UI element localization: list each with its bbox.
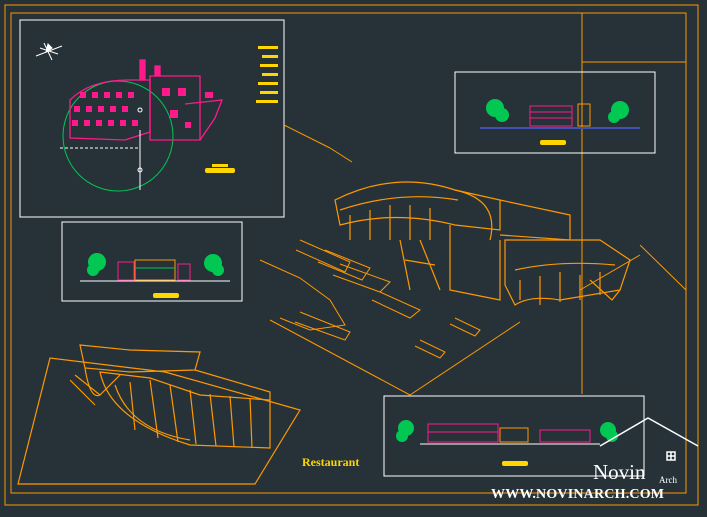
building-3d-model-bottom xyxy=(17,344,301,485)
elevation-panel-bottom xyxy=(383,395,645,477)
tree-icon xyxy=(87,253,106,276)
watermark-suffix: Arch xyxy=(659,475,677,485)
watermark-url: WWW.NOVINARCH.COM xyxy=(491,487,665,502)
plan-caption xyxy=(205,164,235,173)
tree-icon xyxy=(204,254,224,276)
site-plan-panel xyxy=(19,19,285,218)
sheet-border xyxy=(4,4,699,506)
site-perspective-lines xyxy=(259,124,687,396)
tree-icon xyxy=(486,99,509,122)
north-arrow-icon xyxy=(35,42,63,61)
drawing-title: Restaurant xyxy=(302,455,360,469)
tree-icon xyxy=(600,422,618,442)
house-logo-icon xyxy=(599,417,699,461)
elevation-panel-top xyxy=(454,71,656,154)
table-grid xyxy=(72,88,213,128)
watermark-brand: Novin xyxy=(593,460,646,484)
tree-icon xyxy=(608,101,629,123)
tree-icon xyxy=(396,420,414,442)
floor-plan-drawing xyxy=(69,59,223,141)
legend-list xyxy=(256,46,278,103)
building-3d-model-top xyxy=(334,181,631,306)
elevation-panel-left xyxy=(61,221,243,302)
